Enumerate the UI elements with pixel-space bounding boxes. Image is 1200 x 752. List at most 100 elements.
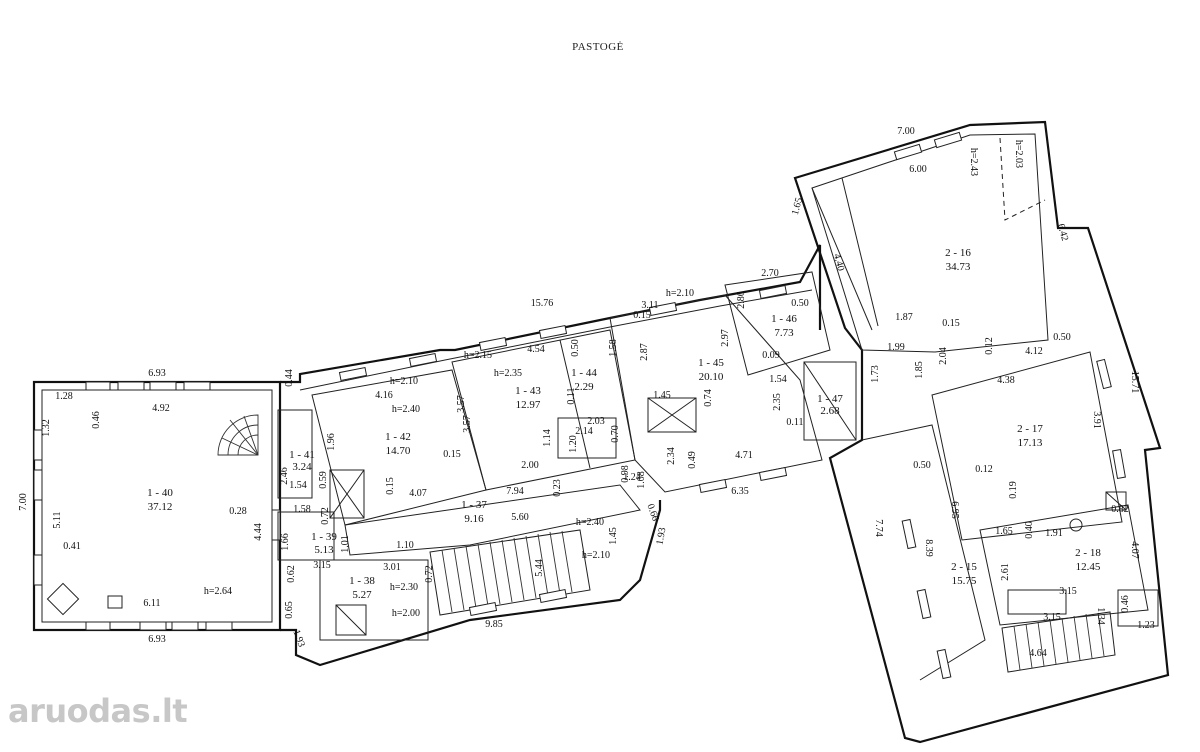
dimension: 1.10 — [396, 540, 414, 551]
windows-1-40 — [33, 381, 281, 631]
dimension: 0.72 — [320, 507, 331, 525]
dimension: 8.39 — [923, 539, 934, 557]
dimension: 0.12 — [984, 337, 995, 355]
dimension: 3.11 — [641, 300, 658, 311]
room-1-41-outline — [277, 409, 313, 499]
dimension-labels: 6.93 1.28 0.46 4.92 7.00 5.11 0.41 1.32 … — [18, 126, 1155, 659]
room-id: 1 - 45 — [698, 357, 724, 369]
dimension: 7.00 — [18, 493, 29, 511]
dimension: 2.14 — [575, 426, 593, 437]
room-id: 1 - 44 — [571, 367, 597, 379]
room-1-46-outline — [724, 271, 831, 376]
room-id: 1 - 38 — [349, 575, 375, 587]
room-2-15-outline — [861, 424, 986, 681]
room-id: 1 - 43 — [515, 385, 541, 397]
room-2-17-outline — [931, 351, 1123, 541]
dimension: 0.12 — [975, 464, 993, 475]
room-area: 14.70 — [386, 445, 411, 457]
dimension: h=2.10 — [666, 288, 694, 299]
dimension: 1.85 — [914, 361, 925, 379]
dimension: 0.19 — [1008, 481, 1019, 499]
dimension: 2.61 — [1000, 563, 1011, 581]
dimension: 0.41 — [63, 541, 81, 552]
dimension: 3.57 — [456, 395, 467, 413]
room-id: 2 - 18 — [1075, 547, 1101, 559]
dimension: 3.91 — [1091, 411, 1102, 429]
dimension: 3.01 — [383, 562, 401, 573]
dimension: h=2.03 — [1013, 140, 1024, 168]
dimension: h=2.10 — [582, 550, 610, 561]
radiator-icon — [107, 595, 123, 609]
dimension: 7.00 — [897, 126, 915, 137]
dimension: 1.54 — [289, 480, 307, 491]
room-2-18-outline — [979, 504, 1149, 626]
dimension: 15.76 — [531, 298, 554, 309]
skylight-1-45 — [647, 397, 697, 433]
dimension: 4.71 — [735, 450, 753, 461]
dimension: 0.44 — [284, 369, 295, 387]
room-labels: 1 - 40 37.12 1 - 41 3.24 1 - 42 14.70 1 … — [147, 247, 1101, 601]
dimension: 5.60 — [511, 512, 529, 523]
chimney-icon — [46, 582, 80, 616]
dimension: 4.64 — [1029, 648, 1047, 659]
room-id: 2 - 15 — [951, 561, 977, 573]
shower-1-42 — [329, 469, 365, 519]
dimension: 6.35 — [731, 486, 749, 497]
dimension: 1.93 — [655, 527, 669, 546]
room-area: 34.73 — [946, 261, 971, 273]
dimension: 2.86 — [736, 291, 747, 309]
room-area: 12.45 — [1076, 561, 1101, 573]
dimension: h=2.35 — [494, 368, 522, 379]
dimension: 1.58 — [608, 339, 619, 357]
dimension: 0.70 — [610, 425, 621, 443]
dimension: 1.01 — [340, 535, 351, 553]
room-1-39-outline — [277, 511, 335, 561]
dimension: 2.97 — [720, 329, 731, 347]
room-id: 1 - 37 — [461, 499, 487, 511]
dimension: 1.28 — [55, 391, 73, 402]
room-area: 12.97 — [516, 399, 541, 411]
dimension: 0.98 — [620, 465, 631, 483]
room-area: 5.13 — [314, 544, 334, 556]
windows-middle — [338, 285, 788, 616]
room-2-16-slopes — [811, 137, 1046, 331]
room-id: 2 - 16 — [945, 247, 971, 259]
dimension: h=2.15 — [464, 350, 492, 361]
dimension: 1.08 — [636, 471, 647, 489]
dimension: 4.92 — [152, 403, 170, 414]
dimension: 0.50 — [913, 460, 931, 471]
dimension: 1.58 — [293, 504, 311, 515]
room-area: 2.68 — [820, 405, 840, 417]
dimension: 3.15 — [1059, 586, 1077, 597]
dimension: 0.50 — [570, 339, 581, 357]
dimension: 2.70 — [761, 268, 779, 279]
dimension: 0.15 — [443, 449, 461, 460]
dimension: 0.50 — [791, 298, 809, 309]
room-id: 1 - 47 — [817, 393, 843, 405]
dimension: 0.46 — [91, 411, 102, 429]
dimension: 4.07 — [1129, 541, 1140, 559]
dimension: 1.45 — [608, 527, 619, 545]
dimension: 1.66 — [280, 533, 291, 551]
dimension: 1.65 — [995, 526, 1013, 537]
dimension: 15.71 — [1129, 371, 1140, 394]
room-1-47-outline — [803, 361, 857, 441]
room-1-45-outline — [609, 294, 823, 493]
dimension: 0.15 — [942, 318, 960, 329]
dimension: 1.45 — [653, 390, 671, 401]
dimension: 0.46 — [1120, 595, 1131, 613]
dimension: 1.34 — [1095, 607, 1106, 625]
room-area: 15.75 — [952, 575, 977, 587]
dimension: 4.54 — [527, 344, 545, 355]
dimension: 5.44 — [534, 559, 545, 577]
dimension: 1.93 — [290, 628, 306, 648]
dimension: 1.96 — [326, 433, 337, 451]
room-area: 2.29 — [574, 381, 594, 393]
dimension: 0.15 — [633, 310, 651, 321]
dimension: 2.00 — [521, 460, 539, 471]
dimension: 1.32 — [41, 419, 52, 437]
dimension: 0.09 — [762, 350, 780, 361]
room-area: 17.13 — [1018, 437, 1043, 449]
main-stair — [429, 529, 591, 616]
